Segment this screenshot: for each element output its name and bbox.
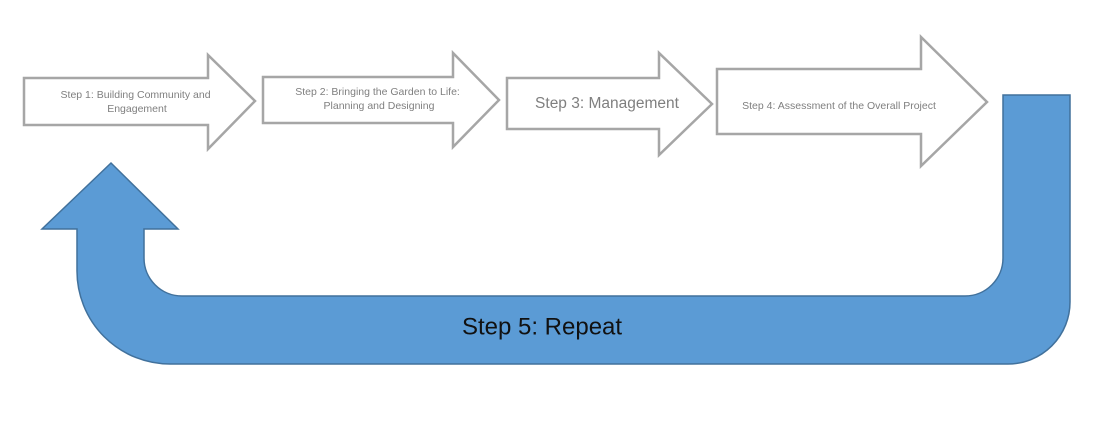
repeat-u-arrow-shape bbox=[40, 94, 1071, 365]
step-2-label-line-1: Step 2: Bringing the Garden to Life: bbox=[295, 86, 460, 98]
step-1-label: Step 1: Building Community and Engagemen… bbox=[61, 89, 214, 115]
step-4-label-line-1: Step 4: Assessment of the Overall Projec… bbox=[742, 100, 936, 112]
step-1-label-line-2: Engagement bbox=[107, 103, 167, 115]
step-3-arrow-shape bbox=[505, 50, 714, 158]
repeat-arrow: Step 5: Repeat bbox=[40, 94, 1071, 365]
step-2-arrow: Step 2: Bringing the Garden to Life: Pla… bbox=[261, 49, 501, 151]
step-2-arrow-shape bbox=[261, 49, 501, 151]
step-1-arrow-shape bbox=[22, 52, 257, 153]
step-2-label: Step 2: Bringing the Garden to Life: Pla… bbox=[295, 86, 463, 112]
step-1-arrow: Step 1: Building Community and Engagemen… bbox=[22, 52, 257, 153]
step-3-label-line-1: Step 3: Management bbox=[535, 95, 680, 112]
step-4-arrow-shape bbox=[715, 34, 989, 169]
step-3-label: Step 3: Management bbox=[535, 95, 680, 112]
step-1-label-line-1: Step 1: Building Community and bbox=[61, 89, 211, 101]
step-4-arrow: Step 4: Assessment of the Overall Projec… bbox=[715, 34, 989, 169]
step-3-arrow: Step 3: Management bbox=[505, 50, 714, 158]
repeat-label: Step 5: Repeat bbox=[462, 313, 622, 340]
step-4-label: Step 4: Assessment of the Overall Projec… bbox=[742, 100, 936, 112]
step-2-label-line-2: Planning and Designing bbox=[324, 100, 435, 112]
